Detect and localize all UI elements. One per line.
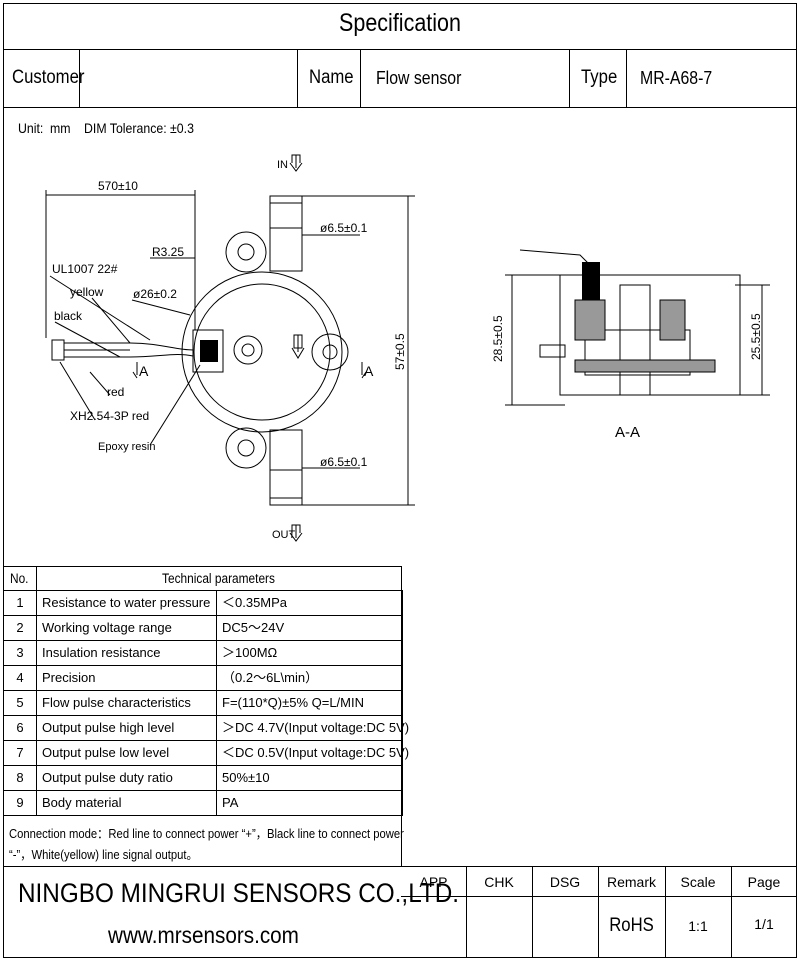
- page-header: Page: [747, 874, 781, 890]
- param-value: ＞DC 4.7V(Input voltage:DC 5V): [216, 715, 409, 741]
- remark-header: Remark: [606, 874, 656, 890]
- black-label: black: [54, 309, 83, 323]
- scale-header: Scale: [680, 874, 716, 890]
- param-no: 2: [3, 615, 37, 641]
- unit-label: Unit:: [18, 120, 44, 136]
- param-no: 4: [3, 665, 37, 691]
- dim-width-label: 570±10: [98, 179, 138, 193]
- section-height-left-label: 28.5±0.5: [491, 315, 505, 362]
- page-frame: [3, 3, 797, 958]
- pipe-bottom-label: ø6.5±0.1: [320, 455, 368, 469]
- chk-header: CHK: [484, 874, 514, 890]
- yellow-label: yellow: [70, 285, 104, 299]
- in-arrow-icon: [289, 154, 303, 172]
- param-name: Resistance to water pressure: [36, 590, 217, 616]
- height-total-label: 57±0.5: [393, 333, 407, 370]
- type-value: MR-A68-7: [640, 68, 713, 88]
- red-label: red: [107, 385, 124, 399]
- radius-label: R3.25: [152, 245, 184, 259]
- connection-line-2: “-”，White(yellow) line signal output。: [9, 848, 198, 862]
- param-name: Insulation resistance: [36, 640, 217, 666]
- scale-value: 1:1: [688, 918, 708, 934]
- customer-label: Customer: [12, 67, 85, 88]
- app-header: APP: [419, 874, 448, 890]
- param-name: Precision: [36, 665, 217, 691]
- unit-value: mm: [50, 120, 71, 136]
- col-title-header: Technical parameters: [162, 571, 275, 586]
- col-no-header: No.: [10, 571, 29, 586]
- param-no: 9: [3, 790, 37, 816]
- page-value: 1/1: [754, 916, 774, 932]
- cable-label: UL1007 22#: [52, 262, 118, 276]
- param-name: Working voltage range: [36, 615, 217, 641]
- param-no: 7: [3, 740, 37, 766]
- param-value: F=(110*Q)±5% Q=L/MIN: [216, 690, 403, 716]
- param-name: Output pulse low level: [36, 740, 217, 766]
- param-value: （0.2～6L\min）: [216, 665, 403, 691]
- section-mark-right: A: [364, 363, 374, 379]
- param-no: 1: [3, 590, 37, 616]
- section-mark-left: A: [139, 363, 149, 379]
- epoxy-label: Epoxy resin: [98, 441, 155, 453]
- remark-value: RoHS: [609, 915, 654, 936]
- param-value: DC5～24V: [216, 615, 403, 641]
- param-value: PA: [216, 790, 403, 816]
- dim-tolerance: DIM Tolerance: ±0.3: [84, 120, 194, 136]
- param-no: 5: [3, 690, 37, 716]
- company-name: NINGBO MINGRUI SENSORS CO.,LTD.: [18, 878, 460, 908]
- section-label: A-A: [615, 424, 640, 441]
- type-label: Type: [581, 67, 618, 88]
- pipe-top-label: ø6.5±0.1: [320, 221, 368, 235]
- connection-line-1: Connection mode：Red line to connect powe…: [9, 827, 404, 841]
- param-no: 8: [3, 765, 37, 791]
- param-no: 3: [3, 640, 37, 666]
- param-value: ＜0.35MPa: [216, 590, 403, 616]
- param-name: Flow pulse characteristics: [36, 690, 217, 716]
- company-website: www.mrsensors.com: [108, 922, 299, 948]
- param-value: ＞100MΩ: [216, 640, 403, 666]
- param-name: Body material: [36, 790, 217, 816]
- out-label: OUT: [272, 529, 296, 541]
- name-label: Name: [309, 67, 354, 88]
- param-no: 6: [3, 715, 37, 741]
- param-value: ＜DC 0.5V(Input voltage:DC 5V): [216, 740, 409, 766]
- page-title: Specification: [339, 9, 461, 37]
- technical-drawing: IN OUT 570±10 R3.25 UL1007 22# yellow bl…: [45, 154, 770, 542]
- param-name: Output pulse duty ratio: [36, 765, 217, 791]
- name-value: Flow sensor: [376, 68, 462, 88]
- out-arrow-icon: [289, 524, 303, 542]
- connector-label: XH2.54-3P red: [70, 409, 149, 423]
- dsg-header: DSG: [549, 874, 581, 890]
- param-name: Output pulse high level: [36, 715, 217, 741]
- param-value: 50%±10: [216, 765, 403, 791]
- in-label: IN: [277, 159, 288, 171]
- section-height-right-label: 25.5±0.5: [749, 313, 763, 360]
- diameter-label: ø26±0.2: [133, 287, 177, 301]
